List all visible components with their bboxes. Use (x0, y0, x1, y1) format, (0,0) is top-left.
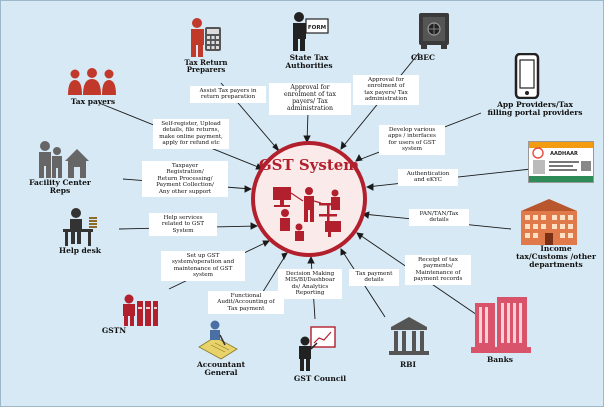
node-tax-return-preparers: Tax Return Preparers (184, 58, 228, 75)
relation-help-desk: Help services related to GST System (149, 213, 217, 237)
relation-banks: Receipt of tax payments/ Maintenance of … (405, 255, 471, 285)
node-income-tax-customs: Income tax/Customs /other departments (516, 244, 596, 269)
relation-state-tax-authorities: Approval for enrolment of tax payers/ Ta… (269, 83, 351, 115)
accountant-document-icon (198, 320, 238, 360)
relation-gst-council: Decision Making MIS/BI/Dashboar ds/ Anal… (278, 269, 342, 299)
tax-payers-group-icon (68, 68, 116, 95)
gstn-records-icon (123, 294, 158, 326)
relation-tax-payers: Self-register, Upload details, file retu… (153, 119, 229, 149)
relation-tax-return-preparers: Assist Tax payers in return preparation (190, 86, 266, 103)
relation-facility-center-reps: Taxpayer Registration/ Return Processing… (142, 161, 228, 197)
node-app-providers: App Providers/Tax filling portal provide… (487, 100, 583, 117)
rbi-institution-icon (389, 317, 429, 355)
form-label: FORM (308, 25, 326, 31)
gst-council-presenter-icon (299, 326, 336, 371)
node-accountant-general: Accountant General (196, 360, 246, 377)
relation-rbi: Tax payment details (349, 269, 399, 286)
hub-title: GST System (258, 156, 360, 174)
node-rbi: RBI (399, 360, 417, 369)
card-label: AADHAAR (550, 151, 578, 157)
node-help-desk: Help desk (59, 246, 101, 255)
relation-app-providers: Develop various apps / interfaces for us… (379, 125, 445, 155)
node-state-tax-authorities: State Tax Authorities (285, 53, 333, 70)
node-tax-payers: Tax payers (70, 97, 116, 106)
state-tax-form-icon: FORM (293, 12, 329, 51)
relation-cbec: Approval for enrolment of tax payers/ Ta… (353, 75, 419, 105)
relation-income-tax: PAN/TAN/Tax details (409, 209, 469, 226)
node-gst-council: GST Council (293, 374, 347, 383)
node-gstn: GSTN (101, 326, 127, 335)
income-tax-building-icon (521, 199, 577, 245)
node-banks: Banks (486, 355, 514, 364)
smartphone-icon (514, 53, 540, 99)
facility-center-house-icon (39, 141, 89, 178)
node-cbec: CBEC (411, 53, 435, 62)
relation-accountant-general: Functional Audit/Accounting of Tax payme… (208, 291, 284, 315)
gst-system-hub: GST System (251, 141, 367, 257)
safe-icon (419, 13, 449, 49)
relation-gstn: Set up GST system/operation and maintena… (161, 251, 245, 281)
tax-preparer-calculator-icon (191, 18, 221, 57)
bank-building-icon (471, 297, 531, 353)
gst-office-icon (273, 187, 341, 241)
node-facility-center-reps: Facility Center Reps (29, 178, 91, 195)
aadhaar-card-icon: AADHAAR (528, 141, 594, 183)
help-desk-icon (63, 208, 97, 246)
relation-aadhaar: Authentication and eKYC (398, 169, 458, 186)
